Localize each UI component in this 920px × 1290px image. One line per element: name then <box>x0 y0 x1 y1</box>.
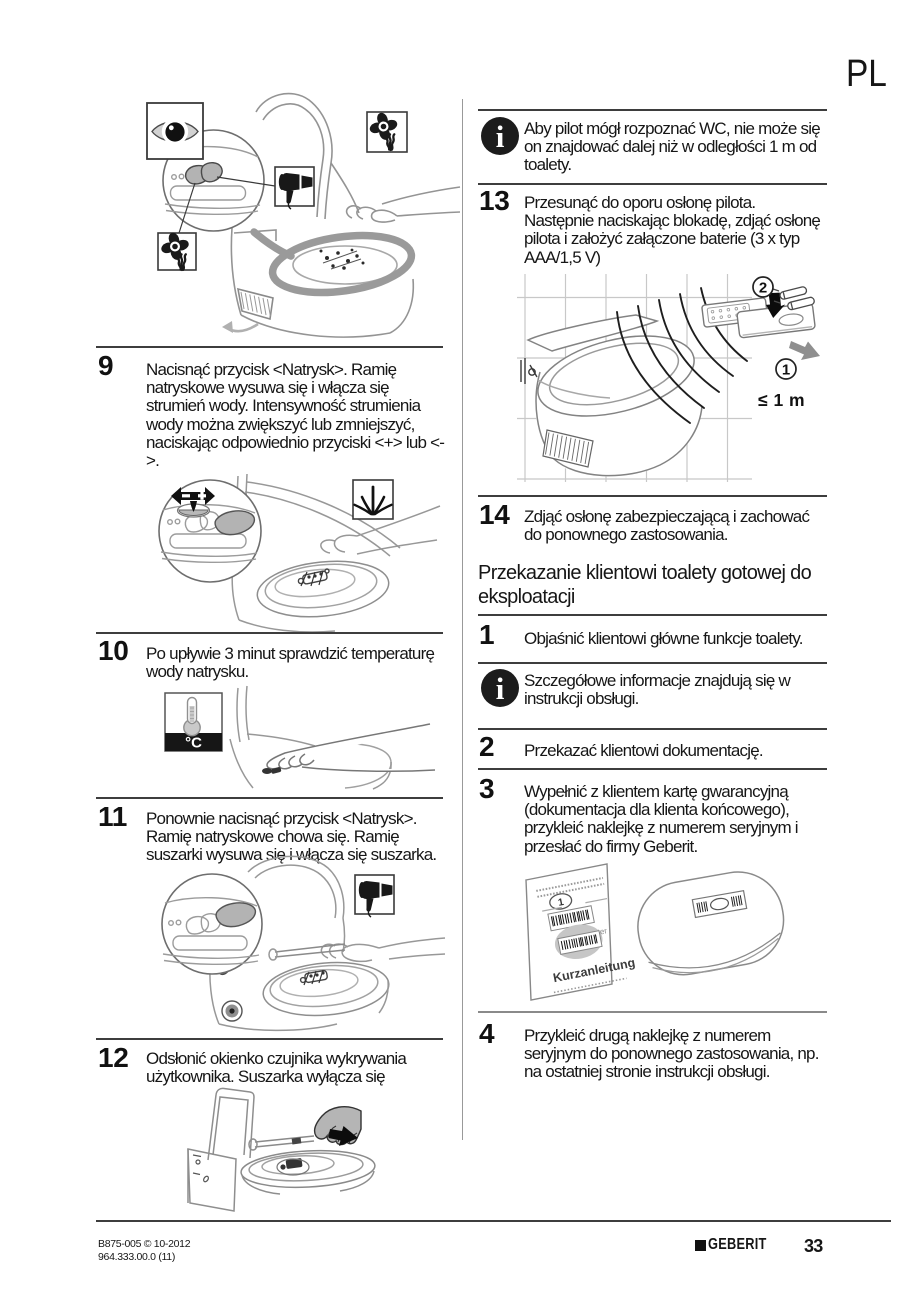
svg-text:2: 2 <box>759 280 767 297</box>
svg-text:°C: °C <box>185 735 202 752</box>
svg-text:≤ 1 m: ≤ 1 m <box>758 390 805 410</box>
svg-text:1: 1 <box>557 897 565 909</box>
svg-text:ater: ater <box>593 926 609 938</box>
svg-text:1: 1 <box>782 362 790 379</box>
